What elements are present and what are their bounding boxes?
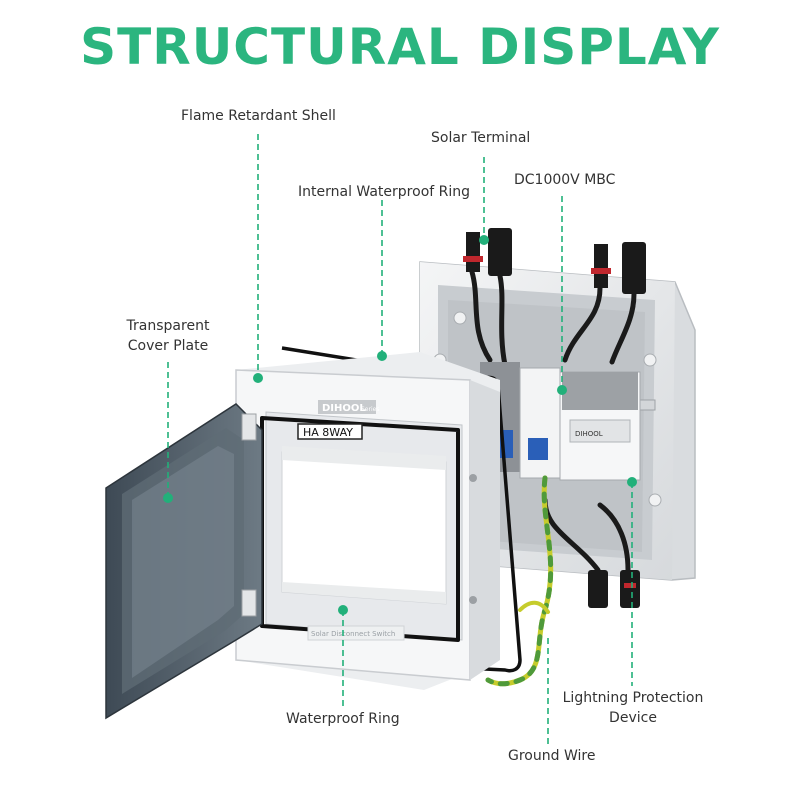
label-dc-mbc: DC1000V MBC: [514, 172, 616, 188]
switch-label-text: Solar Disconnect Switch: [311, 630, 395, 638]
solar-terminals-top: [463, 228, 646, 294]
brand-sub-text: Series: [361, 406, 379, 413]
brand-text: DIHOOL: [322, 403, 366, 414]
page-title: STRUCTURAL DISPLAY: [80, 18, 720, 76]
din-rail-devices: DIHOOL: [480, 362, 641, 481]
leader-lines: [163, 134, 637, 744]
label-solar-terminal: Solar Terminal: [431, 130, 531, 146]
ground-wire-drawing: [485, 475, 554, 687]
label-lightning-line1: Lightning Protection: [562, 690, 704, 706]
label-lightning-line2: Device: [609, 710, 657, 726]
solar-terminals-bottom: [588, 570, 640, 608]
label-ground-wire: Ground Wire: [508, 748, 596, 764]
transparent-cover: [105, 403, 263, 720]
label-waterproof-ring: Waterproof Ring: [286, 711, 400, 727]
breaker-brand-text: DIHOOL: [575, 430, 603, 438]
label-cover-plate-line1: Transparent: [126, 318, 210, 334]
module-label-text: HA 8WAY: [303, 426, 353, 439]
label-internal-waterproof-ring: Internal Waterproof Ring: [298, 184, 471, 200]
label-cover-plate-line2: Cover Plate: [127, 338, 209, 354]
label-flame-shell: Flame Retardant Shell: [181, 108, 336, 124]
front-shell: DIHOOL Series HA 8WAY Solar Disconnect S…: [235, 352, 500, 690]
